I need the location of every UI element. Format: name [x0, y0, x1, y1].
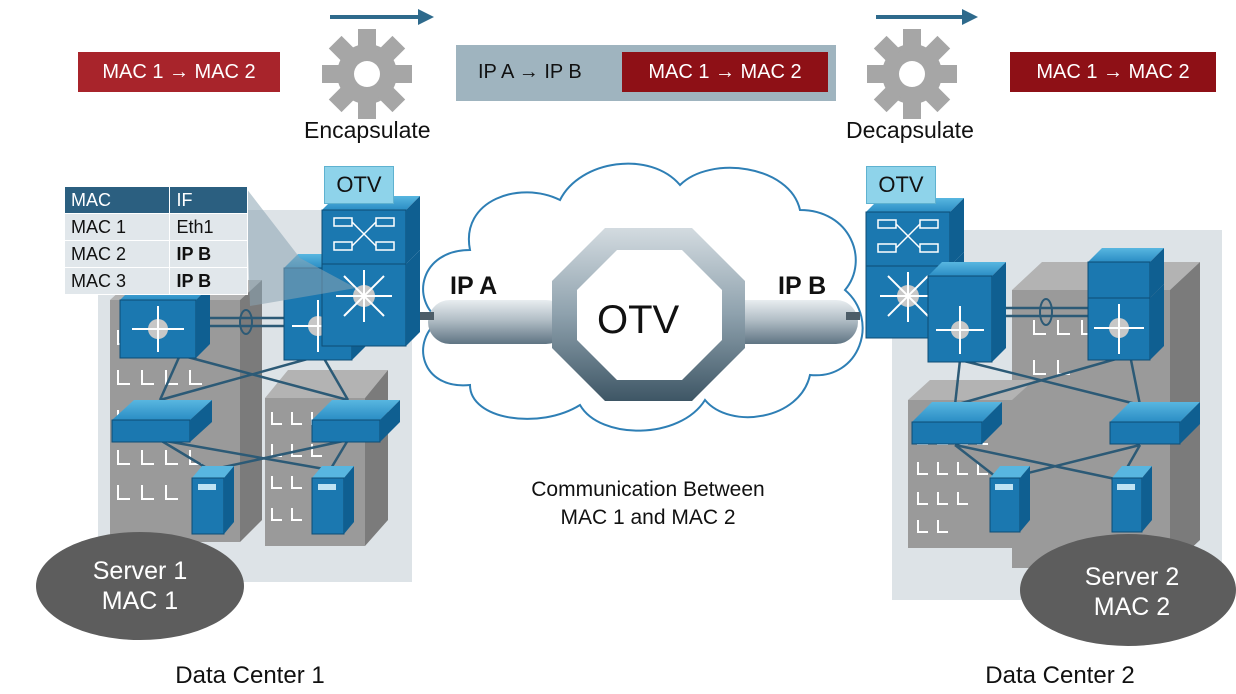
dc2-core-switch-b — [1087, 248, 1164, 361]
server1-mac: MAC 1 — [101, 587, 179, 615]
dc1-title: Data Center 1 — [175, 662, 325, 689]
table-header-row: MAC IF — [63, 186, 248, 214]
table-row: MAC 3 IP B — [63, 267, 248, 295]
dc2-access-switch-b — [1109, 402, 1200, 445]
encapsulate-label: Encapsulate — [304, 117, 431, 143]
server1-ellipse — [36, 532, 244, 640]
otv-tag-right: OTV — [866, 166, 936, 204]
dc1-server-a — [191, 466, 234, 535]
dc1-server-b — [311, 466, 354, 535]
frame-label-middle: MAC 1 → MAC 2 — [622, 52, 828, 92]
dc2-title: Data Center 2 — [985, 662, 1135, 689]
if-cell: IP B — [169, 240, 248, 268]
flow-arrow-right — [876, 9, 978, 25]
dc1-access-switch-b — [311, 400, 400, 443]
if-cell: IP B — [169, 267, 248, 295]
dc1-access-switch-a — [111, 400, 212, 443]
mac-table-callout — [246, 188, 356, 306]
mac-cell: MAC 1 — [63, 213, 171, 241]
frame-label-left: MAC 1 → MAC 2 — [78, 52, 280, 92]
dc1-core-switch-a — [119, 286, 210, 359]
dc1-links — [158, 316, 350, 472]
tunnel-left — [428, 300, 568, 344]
ip-a-label: IP A — [450, 272, 498, 300]
column-header-mac: MAC — [63, 186, 171, 214]
ip-b-label: IP B — [778, 272, 827, 300]
table-row: MAC 2 IP B — [63, 240, 248, 268]
caption-line-2: MAC 1 and MAC 2 — [560, 506, 736, 529]
mac-cell: MAC 3 — [63, 267, 171, 295]
table-row: MAC 1 Eth1 — [63, 213, 248, 241]
mac-address-table: MAC IF MAC 1 Eth1 MAC 2 IP B MAC 3 IP B — [63, 186, 248, 295]
if-cell: Eth1 — [169, 213, 248, 241]
otv-center-label: OTV — [597, 298, 680, 342]
decapsulate-gear-icon — [867, 29, 957, 119]
column-header-if: IF — [169, 186, 248, 214]
mac-cell: MAC 2 — [63, 240, 171, 268]
server2-name: Server 2 — [1084, 563, 1180, 591]
caption-line-1: Communication Between — [531, 478, 765, 501]
server2-mac: MAC 2 — [1093, 593, 1171, 621]
dc2-access-switch-a — [911, 402, 1002, 445]
ip-header-label: IP A → IP B — [478, 61, 582, 83]
dc1-otv-edge-device — [321, 196, 420, 347]
flow-arrow-left — [330, 9, 434, 25]
dc2-core-switch-a — [927, 262, 1006, 363]
frame-label-right: MAC 1 → MAC 2 — [1010, 52, 1216, 92]
otv-tag-left: OTV — [324, 166, 394, 204]
decapsulate-label: Decapsulate — [846, 117, 974, 143]
dc2-server-a — [989, 466, 1030, 533]
encapsulate-gear-icon — [322, 29, 412, 119]
server1-name: Server 1 — [92, 557, 188, 585]
server2-ellipse — [1020, 534, 1236, 646]
dc2-server-b — [1111, 466, 1152, 533]
tunnel-right — [708, 300, 858, 344]
